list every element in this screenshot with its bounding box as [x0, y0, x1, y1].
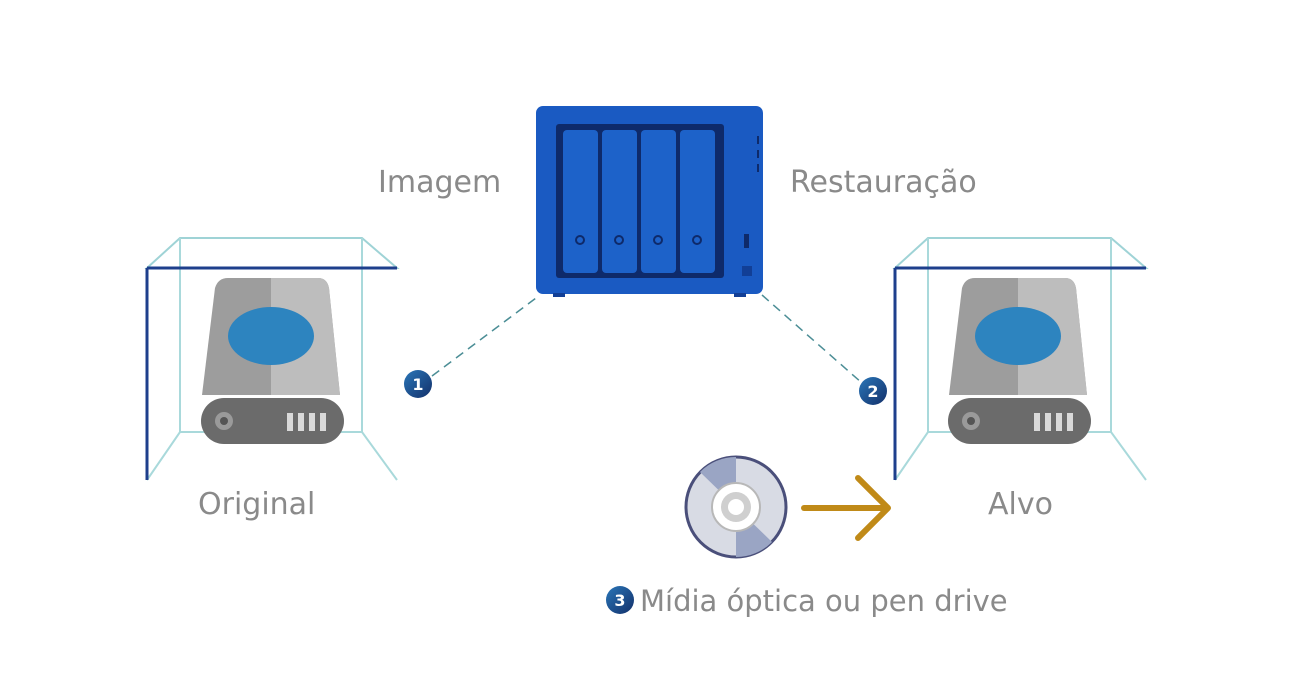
step-badge-3: 3 [606, 586, 634, 614]
hard-drive-icon [201, 278, 344, 444]
step-badge-1-label: 1 [412, 375, 423, 394]
step-badge-2: 2 [859, 377, 887, 405]
original-label: Original [198, 487, 316, 522]
arrow-right-icon [801, 475, 891, 541]
media-label: Mídia óptica ou pen drive [640, 584, 1008, 618]
step-badge-3-label: 3 [614, 591, 625, 610]
restore-label: Restauração [790, 165, 977, 200]
optical-disc-icon [684, 455, 788, 559]
nas-icon [536, 106, 763, 297]
step-badge-2-label: 2 [867, 382, 878, 401]
connector-line-left [431, 294, 541, 377]
target-label: Alvo [988, 487, 1053, 522]
connector-line-right [761, 294, 863, 384]
image-label: Imagem [378, 165, 502, 200]
step-badge-1: 1 [404, 370, 432, 398]
hard-drive-icon [948, 278, 1091, 444]
